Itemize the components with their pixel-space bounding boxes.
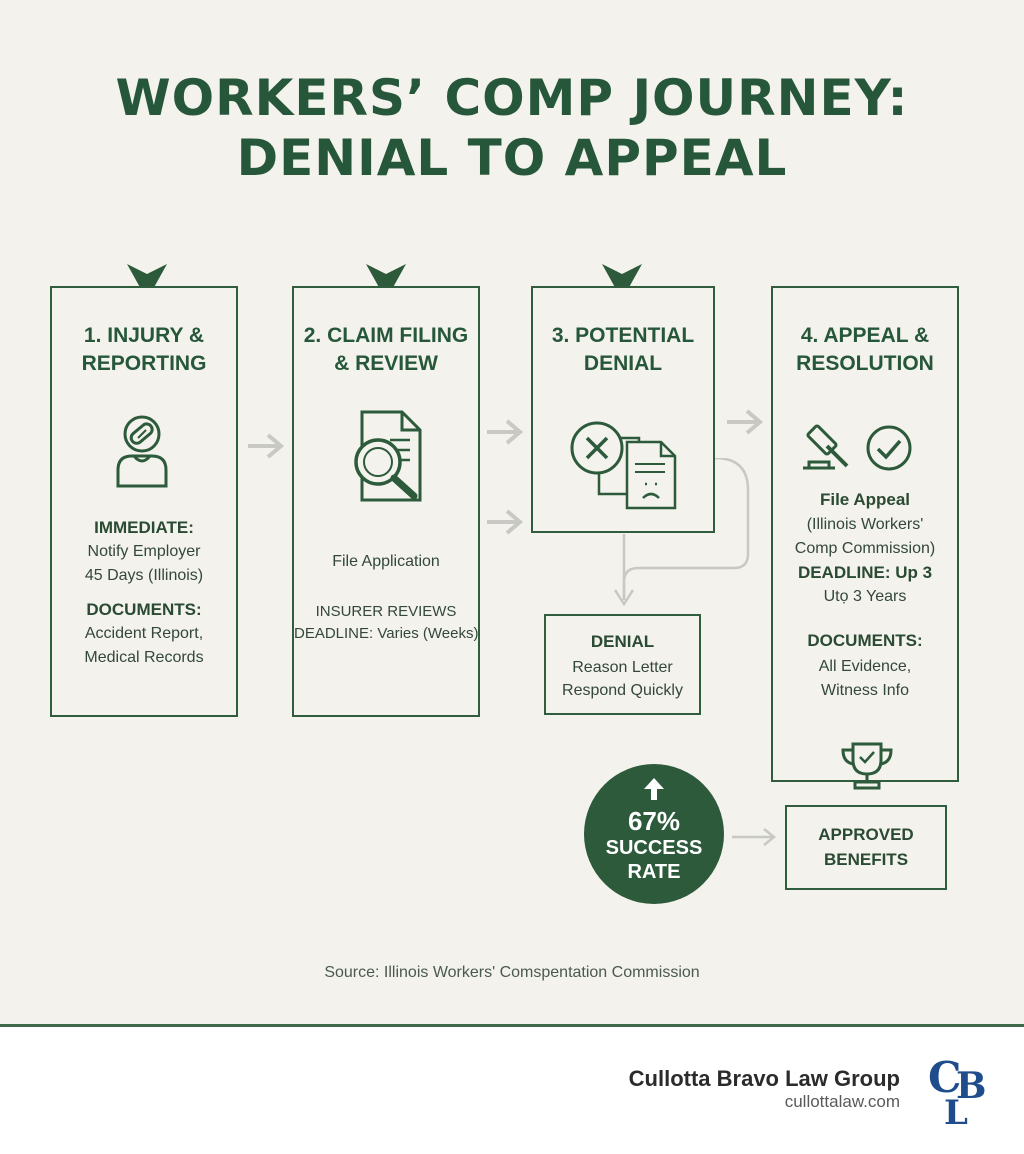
svg-text:L: L xyxy=(944,1093,968,1128)
denial-title: DENIAL xyxy=(590,632,655,651)
stage-3-title: 3. POTENTIAL DENIAL xyxy=(551,324,695,375)
arrow-up-icon xyxy=(644,778,664,800)
source-note: Source: Illinois Workers' Comspentation … xyxy=(324,964,700,981)
connector-arrow-icon xyxy=(613,458,750,607)
stage-1-title: 1. INJURY & REPORTING xyxy=(81,324,207,375)
stage-2-line: DEADLINE: Varies (Weeks) xyxy=(294,625,479,642)
stage-4-line: File Appeal xyxy=(819,490,911,509)
approved-benefits-box: APPROVED BENEFITS xyxy=(785,805,947,890)
stage-2-line: INSURER REVIEWS xyxy=(315,603,457,620)
law-group-logo: C B L xyxy=(928,1053,986,1128)
denial-line: Reason Letter xyxy=(572,659,673,676)
denial-line: Respond Quickly xyxy=(562,682,683,699)
injured-person-icon xyxy=(116,415,168,488)
chevron-down-icon xyxy=(127,264,167,300)
stage-4-line: Comp Commission) xyxy=(794,540,936,557)
stage-1-line: Notify Employer xyxy=(87,543,201,560)
stage-4-line: (Illinois Workers' xyxy=(806,516,924,533)
svg-text:C: C xyxy=(928,1053,961,1102)
arrow-right-icon xyxy=(487,509,524,535)
arrow-right-icon xyxy=(727,409,764,435)
denied-document-icon xyxy=(570,421,677,510)
stage-4-title: 4. APPEAL & RESOLUTION xyxy=(796,324,934,375)
stage-4-line: Utọ 3 Years xyxy=(823,588,907,605)
stage-2-title: 2. CLAIM FILING & REVIEW xyxy=(303,324,469,375)
chevron-down-icon xyxy=(602,264,642,300)
svg-text:B: B xyxy=(956,1065,986,1107)
denial-box: DENIAL Reason Letter Respond Quickly xyxy=(544,614,701,715)
stage-1-line: IMMEDIATE: xyxy=(94,518,194,537)
stage-2-line: File Application xyxy=(332,553,440,570)
stage-1-line: 45 Days (Illinois) xyxy=(84,567,204,584)
approved-label: APPROVED xyxy=(818,825,914,844)
stage-3-box: 3. POTENTIAL DENIAL xyxy=(531,286,715,533)
title-line-1: WORKERS’ COMP JOURNEY: xyxy=(115,69,909,127)
arrow-right-icon xyxy=(732,828,777,846)
stage-4-line: All Evidence, xyxy=(818,658,912,675)
success-rate-badge: 67% SUCCESS RATE xyxy=(584,764,724,904)
stage-2-box: 2. CLAIM FILING & REVIEW File Applicatio… xyxy=(292,286,480,717)
brand: Cullotta Bravo Law Group cullottalaw.com xyxy=(629,1066,900,1112)
brand-name: Cullotta Bravo Law Group xyxy=(628,1066,900,1091)
success-label: SUCCESS xyxy=(605,837,703,859)
success-label: RATE xyxy=(627,861,681,883)
stage-4-line: DOCUMENTS: xyxy=(807,631,923,650)
page-title: WORKERS’ COMP JOURNEY: DENIAL TO APPEAL xyxy=(0,68,1024,188)
chevron-down-icon xyxy=(366,264,406,300)
gavel-check-icon xyxy=(803,424,912,471)
arrow-right-icon xyxy=(487,419,524,445)
success-percent: 67% xyxy=(627,806,681,836)
footer xyxy=(0,1027,1024,1154)
stage-1-line: DOCUMENTS: xyxy=(86,600,202,619)
trophy-icon xyxy=(841,742,893,790)
stage-4-line: DEADLINE: Up 3 xyxy=(797,563,933,582)
title-line-2: DENIAL TO APPEAL xyxy=(236,129,788,187)
document-magnifier-icon xyxy=(354,410,422,502)
stage-1-line: Medical Records xyxy=(84,649,204,666)
stage-4-line: Witness Info xyxy=(820,682,910,699)
arrow-right-icon xyxy=(248,433,285,459)
stage-1-line: Accident Report, xyxy=(84,625,204,642)
brand-url[interactable]: cullottalaw.com xyxy=(784,1092,900,1111)
stage-1-box: 1. INJURY & REPORTING IMMEDIATE: Notify … xyxy=(50,286,238,717)
footer-divider xyxy=(0,1024,1024,1027)
approved-label: BENEFITS xyxy=(823,850,909,869)
stage-4-box: 4. APPEAL & RESOLUTION File Appeal (Illi… xyxy=(771,286,959,790)
